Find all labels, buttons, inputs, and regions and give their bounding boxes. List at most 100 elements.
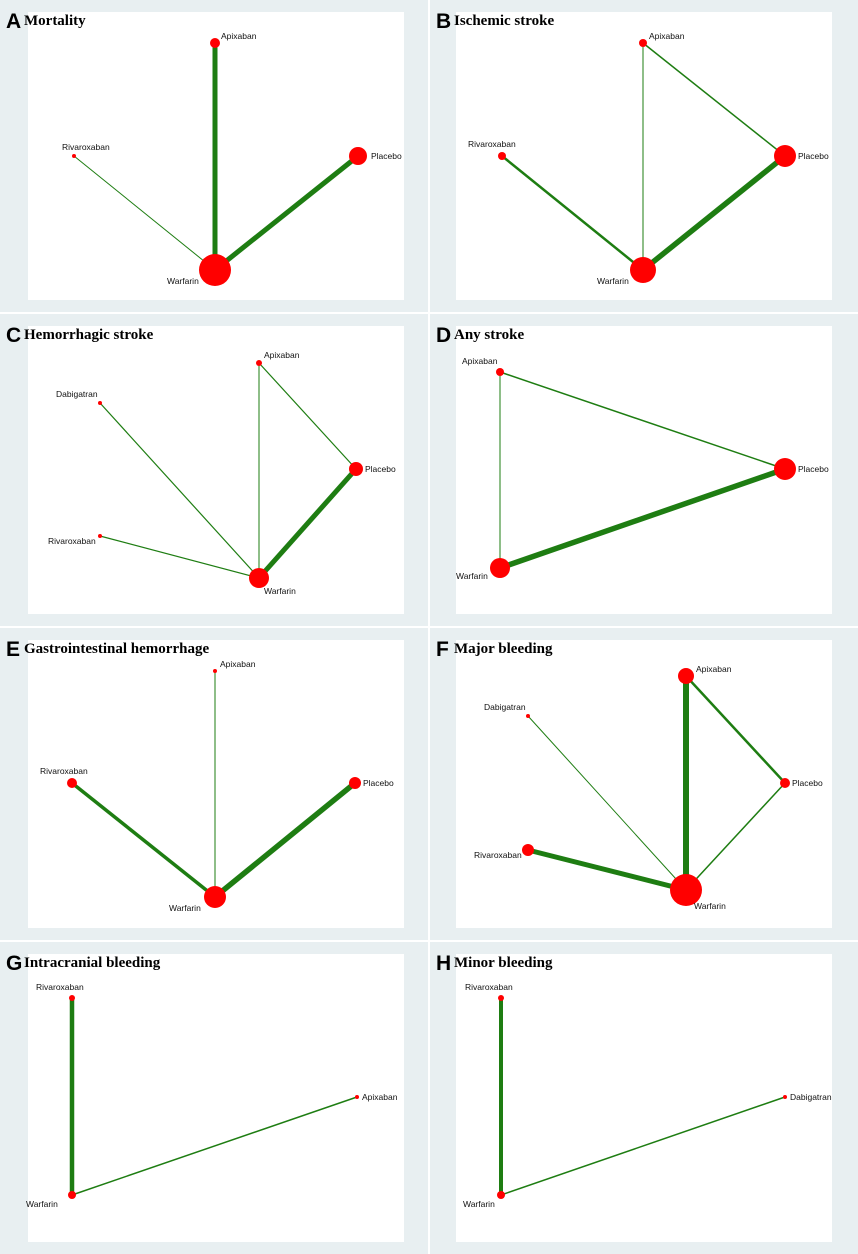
node-apixaban (256, 360, 262, 366)
node-rivaroxaban (72, 154, 76, 158)
node-label-placebo: Placebo (798, 151, 829, 161)
node-label-apixaban: Apixaban (462, 356, 498, 366)
node-apixaban (210, 38, 220, 48)
edge-placebo-warfarin (213, 780, 357, 900)
panel-title: Gastrointestinal hemorrhage (24, 641, 210, 657)
node-placebo (780, 778, 790, 788)
edge-rivaroxaban-warfarin (99, 535, 260, 579)
node-label-placebo: Placebo (798, 464, 829, 474)
node-placebo (774, 458, 796, 480)
node-apixaban (639, 39, 647, 47)
panel-letter: E (6, 638, 21, 661)
edge-placebo-warfarin (213, 154, 360, 272)
network-graph: ApixabanDabigatranPlaceboRivaroxabanWarf… (474, 664, 823, 911)
node-dabigatran (526, 714, 530, 718)
edge-rivaroxaban-warfarin (70, 781, 217, 899)
node-label-apixaban: Apixaban (696, 664, 732, 674)
node-label-dabigatran: Dabigatran (790, 1092, 832, 1102)
node-dabigatran (783, 1095, 787, 1099)
node-label-placebo: Placebo (792, 778, 823, 788)
node-label-apixaban: Apixaban (220, 659, 256, 669)
node-warfarin (497, 1191, 505, 1199)
panel-title: Ischemic stroke (454, 13, 555, 29)
node-label-warfarin: Warfarin (264, 586, 296, 596)
panel-title: Hemorrhagic stroke (24, 327, 154, 343)
edge-apixaban-placebo (258, 362, 357, 470)
panel-title: Major bleeding (454, 641, 553, 657)
node-warfarin (249, 568, 269, 588)
node-rivaroxaban (498, 152, 506, 160)
node-label-rivaroxaban: Rivaroxaban (36, 982, 84, 992)
edge-rivaroxaban-warfarin (73, 155, 216, 271)
node-placebo (774, 145, 796, 167)
node-label-warfarin: Warfarin (597, 276, 629, 286)
node-label-warfarin: Warfarin (167, 276, 199, 286)
node-warfarin (670, 874, 702, 906)
edge-apixaban-placebo (685, 675, 786, 784)
node-label-rivaroxaban: Rivaroxaban (474, 850, 522, 860)
panel-letter: B (436, 10, 452, 33)
edge-dabigatran-warfarin (99, 402, 260, 579)
plot-area (28, 954, 404, 1242)
node-apixaban (213, 669, 217, 673)
node-label-apixaban: Apixaban (221, 31, 257, 41)
edge-placebo-warfarin (499, 466, 786, 571)
node-label-placebo: Placebo (365, 464, 396, 474)
node-warfarin (630, 257, 656, 283)
node-apixaban (678, 668, 694, 684)
node-rivaroxaban (98, 534, 102, 538)
node-label-apixaban: Apixaban (362, 1092, 398, 1102)
panel-letter: H (436, 952, 452, 975)
panel-divider (0, 312, 858, 314)
node-label-rivaroxaban: Rivaroxaban (468, 139, 516, 149)
edge-placebo-warfarin (685, 782, 786, 891)
panel-title: Intracranial bleeding (24, 955, 161, 971)
node-apixaban (355, 1095, 359, 1099)
panel-title: Mortality (24, 13, 86, 29)
edge-placebo-warfarin (257, 467, 358, 580)
plot-area (456, 12, 832, 300)
node-label-apixaban: Apixaban (264, 350, 300, 360)
node-label-warfarin: Warfarin (456, 571, 488, 581)
node-label-rivaroxaban: Rivaroxaban (465, 982, 513, 992)
node-label-warfarin: Warfarin (169, 903, 201, 913)
panel-letter: F (436, 638, 449, 661)
node-label-warfarin: Warfarin (26, 1199, 58, 1209)
node-apixaban (496, 368, 504, 376)
network-graph: ApixabanDabigatranPlaceboRivaroxabanWarf… (48, 350, 396, 596)
edge-placebo-warfarin (641, 153, 787, 273)
node-label-rivaroxaban: Rivaroxaban (62, 142, 110, 152)
node-label-dabigatran: Dabigatran (56, 389, 98, 399)
node-rivaroxaban (522, 844, 534, 856)
node-rivaroxaban (67, 778, 77, 788)
edge-rivaroxaban-warfarin (527, 847, 687, 893)
panel-letter: G (6, 952, 23, 975)
node-label-apixaban: Apixaban (649, 31, 685, 41)
node-placebo (349, 777, 361, 789)
node-label-placebo: Placebo (371, 151, 402, 161)
node-dabigatran (98, 401, 102, 405)
edge-dabigatran-warfarin (527, 715, 687, 891)
node-warfarin (199, 254, 231, 286)
panel-title: Minor bleeding (454, 955, 553, 971)
plot-area (456, 954, 832, 1242)
edge-rivaroxaban-warfarin (501, 155, 644, 271)
node-rivaroxaban (69, 995, 75, 1001)
node-rivaroxaban (498, 995, 504, 1001)
node-placebo (349, 147, 367, 165)
node-label-rivaroxaban: Rivaroxaban (40, 766, 88, 776)
node-label-warfarin: Warfarin (463, 1199, 495, 1209)
